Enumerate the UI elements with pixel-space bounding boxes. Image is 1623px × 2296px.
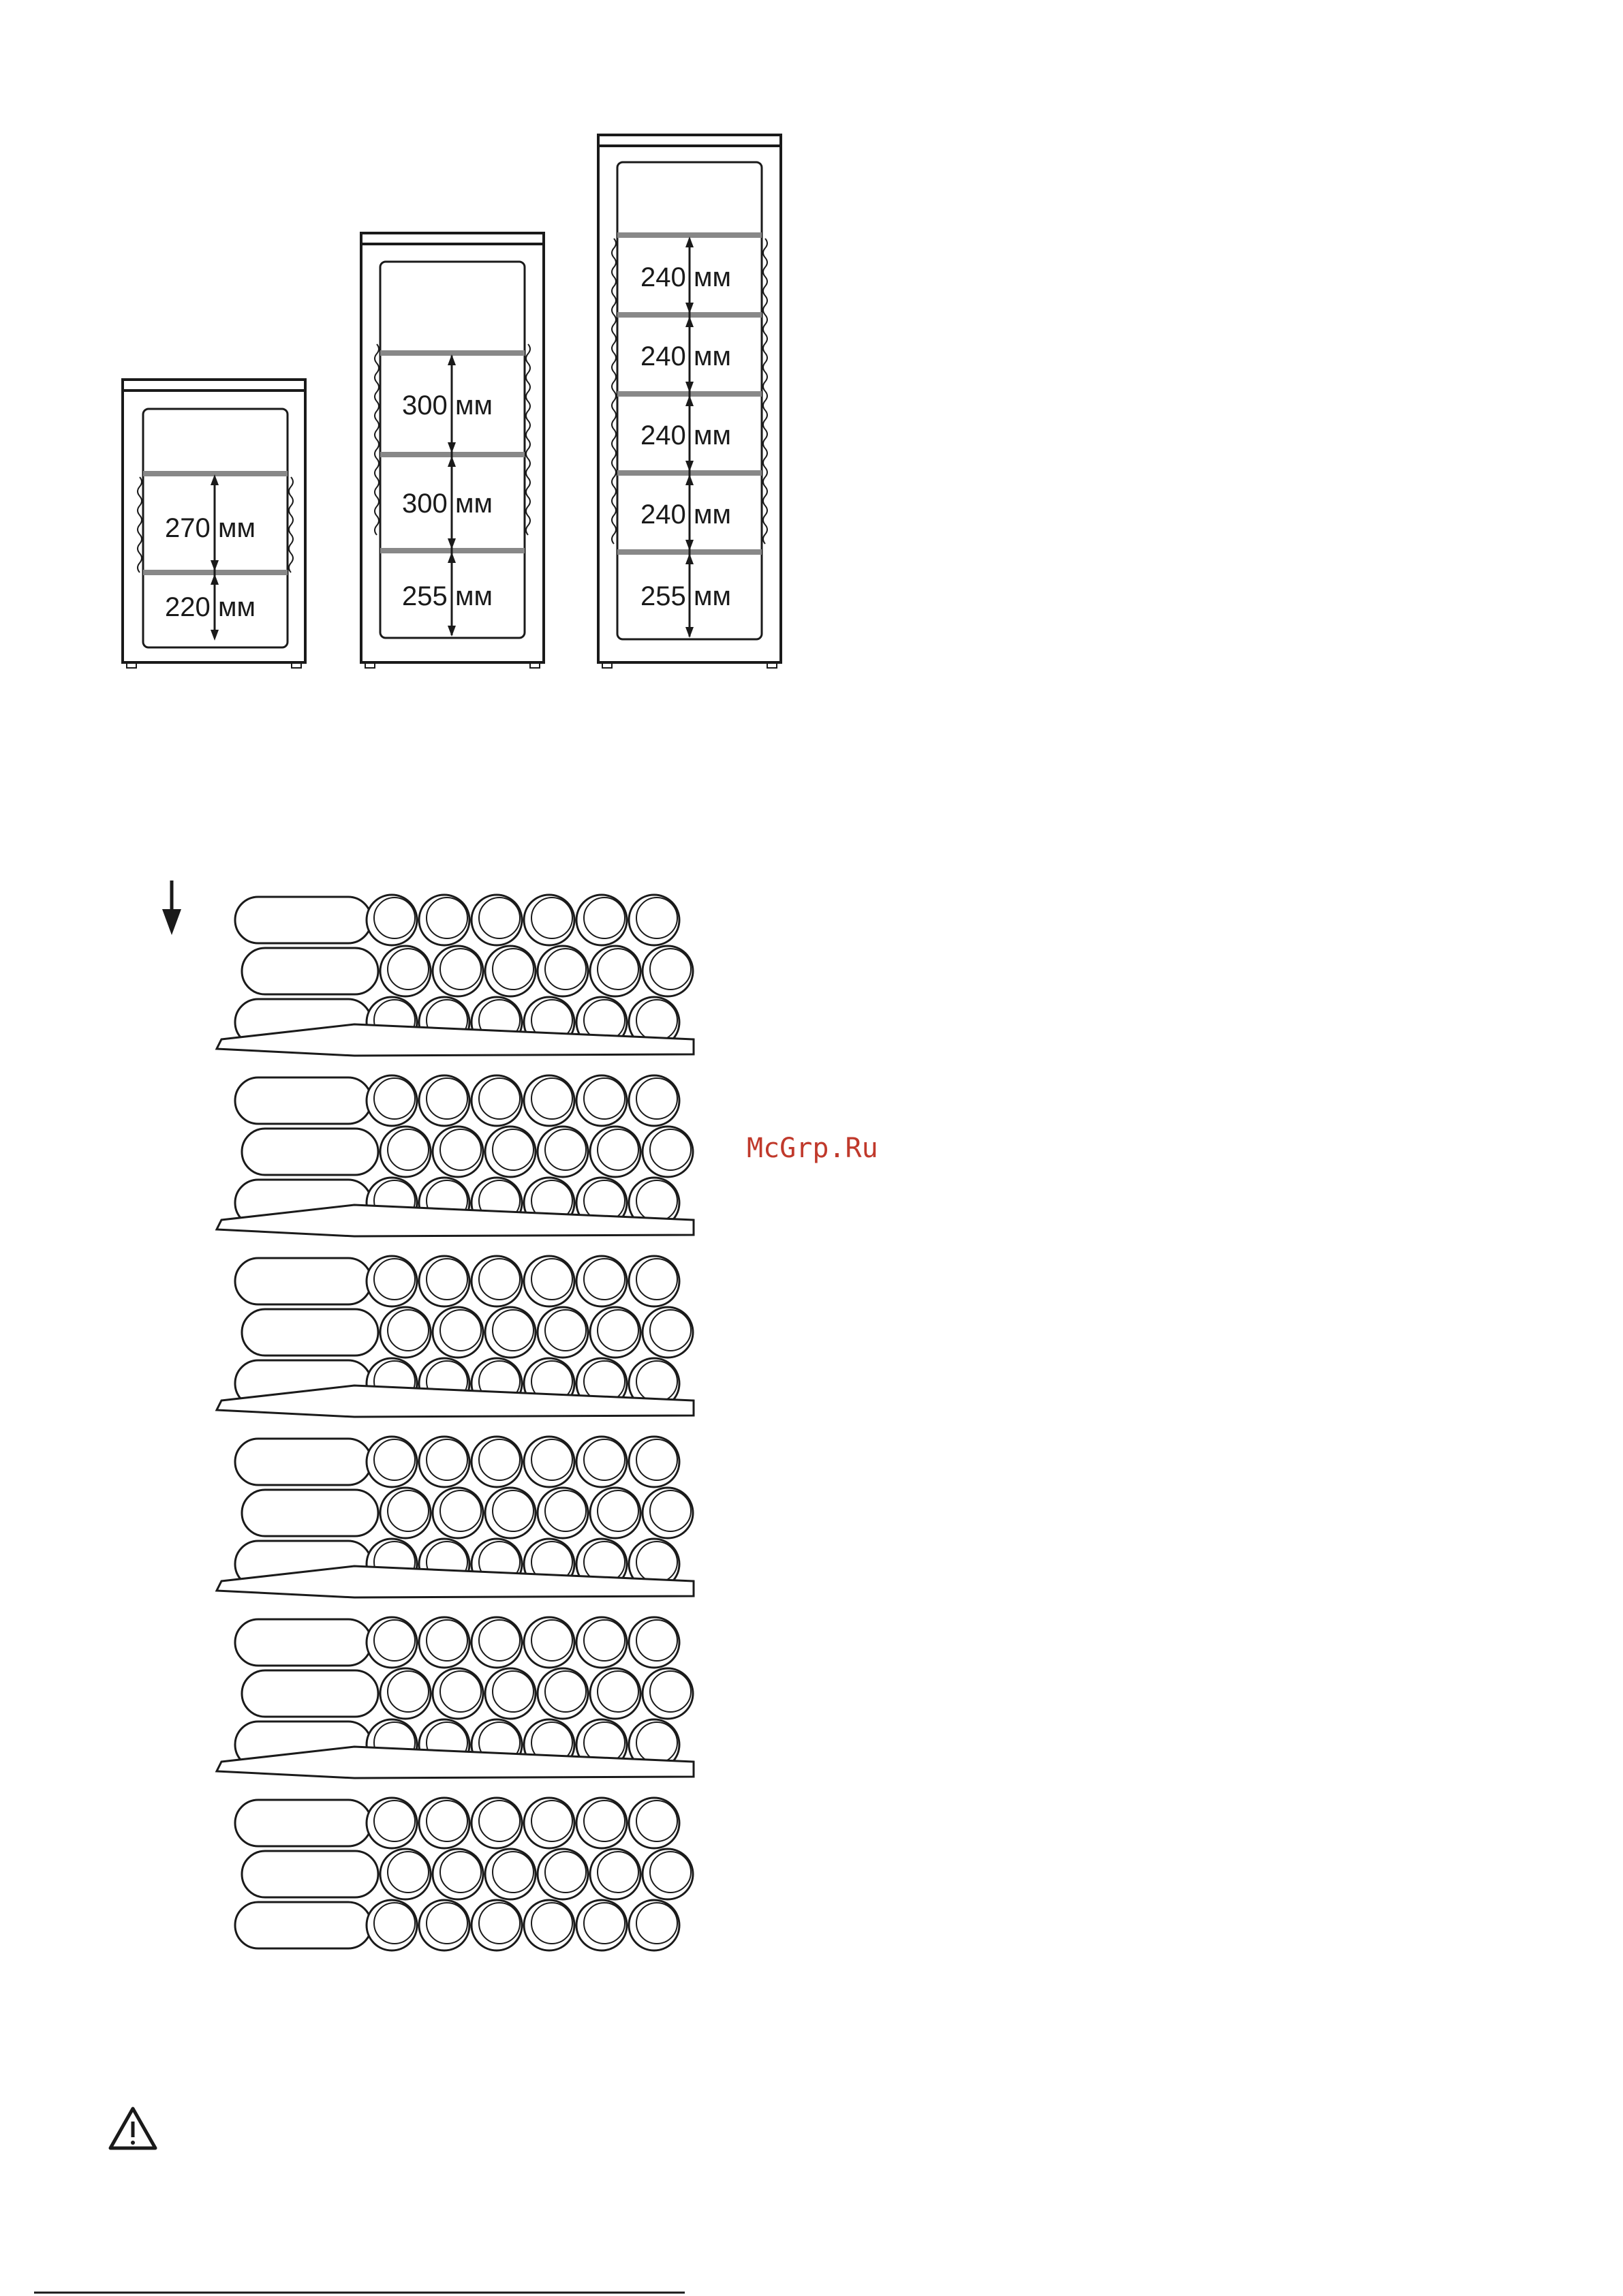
bottle-side xyxy=(235,897,371,943)
medium-top-value: 300 xyxy=(402,391,448,420)
medium-top-unit: мм xyxy=(455,391,493,420)
bottle-side xyxy=(242,948,378,994)
bottle-side xyxy=(235,1800,371,1846)
bottle-side xyxy=(235,1258,371,1304)
bottle-side xyxy=(242,1670,378,1717)
bottle-side xyxy=(235,1619,371,1666)
tall-shelf3-unit: мм xyxy=(694,420,731,450)
rack-section xyxy=(217,1617,694,1778)
medium-middle-value: 300 xyxy=(402,489,448,519)
tall-shelf1-value: 240 xyxy=(640,262,686,292)
bottle-side xyxy=(242,1490,378,1536)
cabinet-tall xyxy=(598,135,781,668)
bottle-side xyxy=(235,1077,371,1124)
medium-middle-unit: мм xyxy=(455,489,493,519)
small-lower-value: 220 xyxy=(165,592,211,622)
bottle-side xyxy=(235,1439,371,1485)
tall-shelf5-unit: мм xyxy=(694,581,731,611)
rack-section xyxy=(235,1798,693,1950)
watermark: McGrp.Ru xyxy=(747,1133,878,1164)
bottle-rack-illustration xyxy=(217,895,694,1950)
tall-shelf2-value: 240 xyxy=(640,341,686,371)
tall-shelf2-unit: мм xyxy=(694,341,731,371)
rack-section xyxy=(217,1437,694,1597)
small-lower-unit: мм xyxy=(218,592,256,622)
cabinet-small xyxy=(123,380,305,668)
medium-bottom-value: 255 xyxy=(402,581,448,611)
tall-shelf4-value: 240 xyxy=(640,500,686,530)
warning-triangle-icon xyxy=(110,2109,155,2148)
tall-shelf5-value: 255 xyxy=(640,581,686,611)
small-upper-unit: мм xyxy=(218,513,256,543)
down-arrow-icon xyxy=(162,881,181,935)
bottle-side xyxy=(235,1902,371,1948)
bottle-side xyxy=(242,1129,378,1175)
rack-section xyxy=(217,1256,694,1417)
tall-shelf4-unit: мм xyxy=(694,500,731,530)
tall-shelf3-value: 240 xyxy=(640,420,686,450)
cabinet-medium xyxy=(361,233,544,668)
rack-section xyxy=(217,1075,694,1236)
bottle-side xyxy=(242,1309,378,1356)
bottle-side xyxy=(242,1851,378,1897)
small-upper-value: 270 xyxy=(165,513,211,543)
tall-shelf1-unit: мм xyxy=(694,262,731,292)
medium-bottom-unit: мм xyxy=(455,581,493,611)
rack-section xyxy=(217,895,694,1056)
